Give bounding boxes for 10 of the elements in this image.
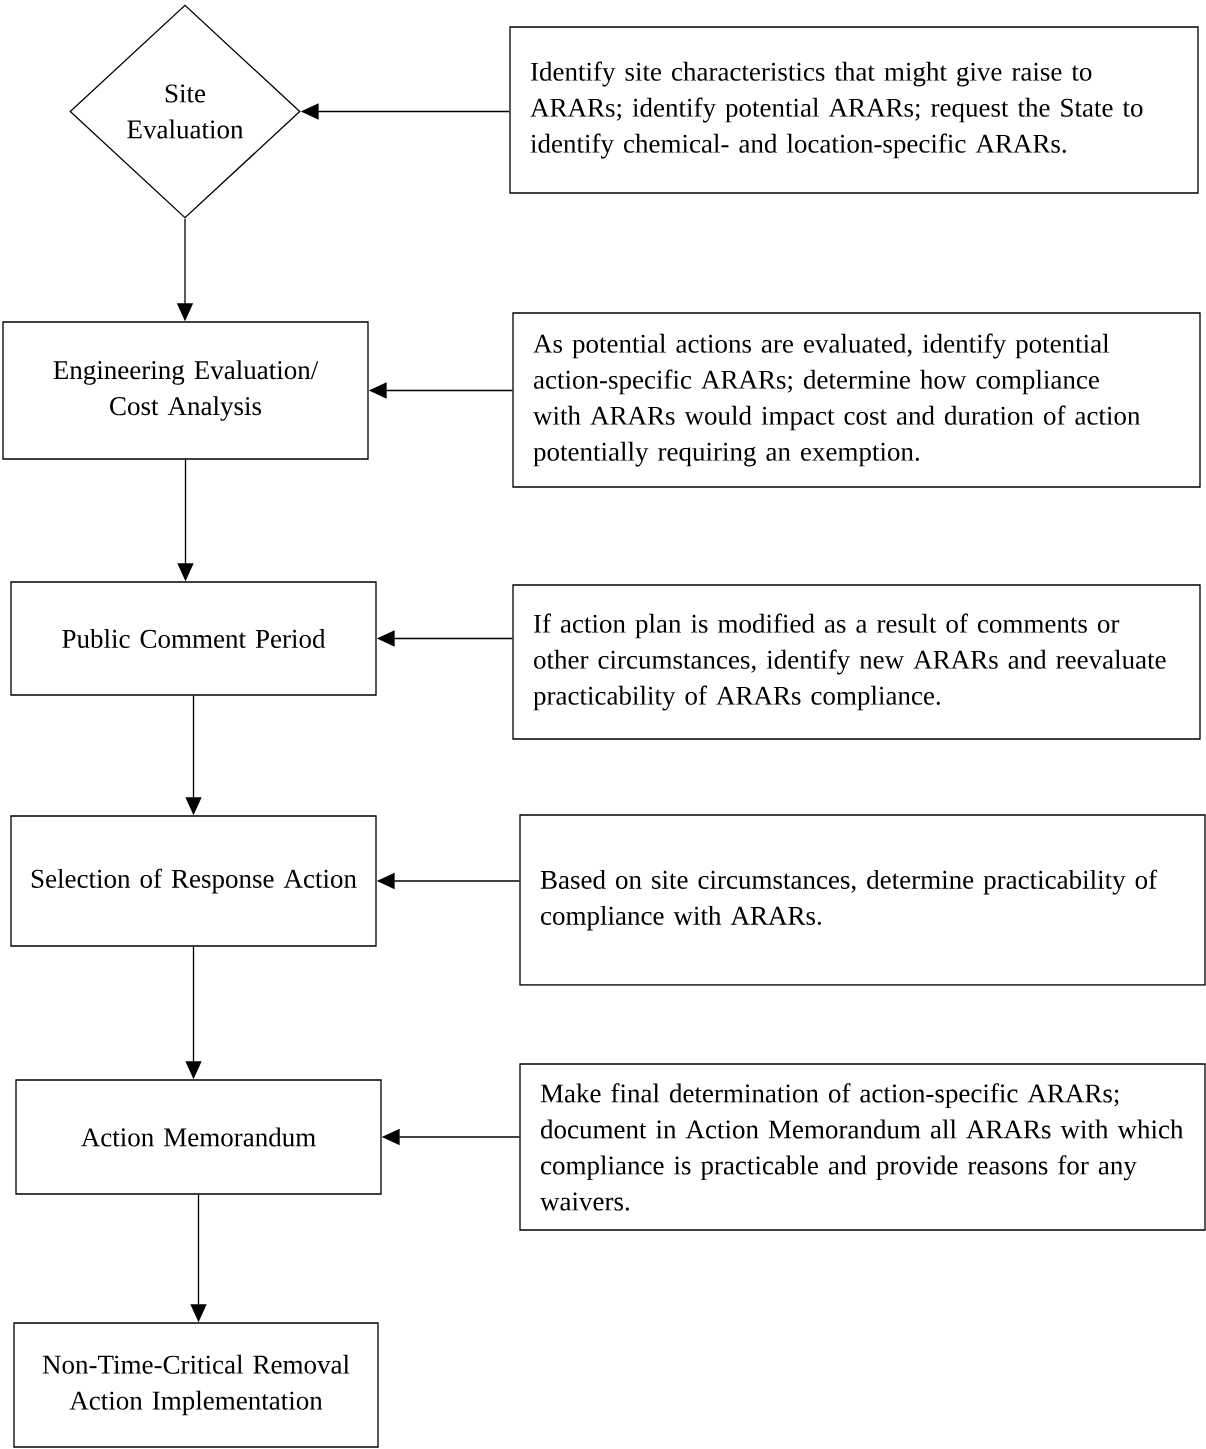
process-box: Engineering Evaluation/ Cost Analysis xyxy=(2,321,369,460)
note-box: Identify site characteristics that might give raise to ARARs; identify potential ARARs; request the State to identify chemical- and location-specific ARARs. xyxy=(509,26,1199,194)
note-box: Based on site circumstances, determine practicability of compliance with ARARs. xyxy=(519,814,1206,986)
process-box: Public Comment Period xyxy=(10,581,377,696)
process-box: Action Memorandum xyxy=(15,1079,382,1195)
process-box: Non-Time-Critical Removal Action Implementation xyxy=(13,1322,379,1448)
note-box: As potential actions are evaluated, identify potential action-specific ARARs; determine how compliance with ARARs would impact cost and duration of action potentially requiring an exemption. xyxy=(512,312,1201,488)
process-box: Selection of Response Action xyxy=(10,815,377,947)
note-box: Make final determination of action-specific ARARs; document in Action Memorandum all ARARs with which compliance is practicable and provide reasons for any waivers. xyxy=(519,1063,1206,1231)
note-box: If action plan is modified as a result of comments or other circumstances, identify new ARARs and reevaluate practicability of ARARs compliance. xyxy=(512,584,1201,740)
